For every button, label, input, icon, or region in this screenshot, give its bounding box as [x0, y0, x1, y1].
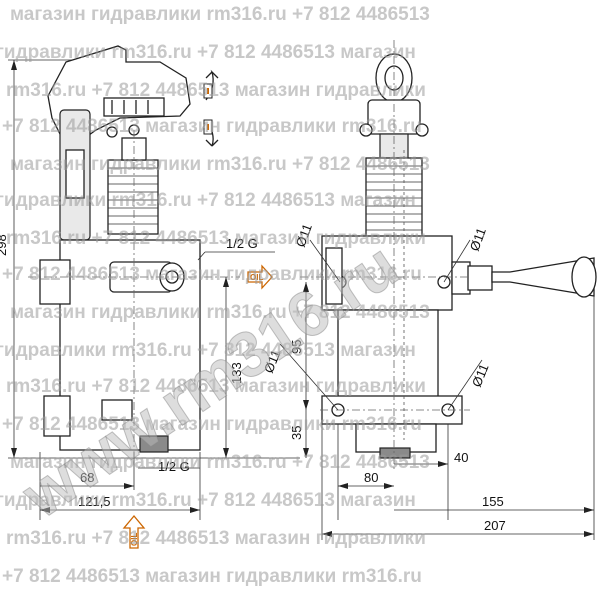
dim-half-spacing: 40 — [454, 450, 468, 465]
watermark-line: rm316.ru +7 812 4486513 магазин гидравли… — [6, 80, 426, 101]
handle-slots — [103, 97, 165, 117]
brand-label — [65, 149, 85, 199]
watermark-line: +7 812 4486513 магазин гидравлики rm316.… — [2, 116, 422, 137]
side-view: 298 — [0, 45, 300, 549]
oil-bottom-label: OIL — [130, 533, 139, 546]
dim-port-thread-top: 1/2 G — [226, 236, 258, 251]
watermark-line: +7 812 4486513 магазин гидравлики rm316.… — [2, 264, 422, 285]
dim-hole-bottom-right: Ø11 — [469, 362, 492, 390]
watermark-line: гидравлики rm316.ru +7 812 4486513 магаз… — [0, 42, 416, 63]
dim-mount-height: 95 — [289, 340, 304, 354]
dim-width-155: 155 — [482, 494, 504, 509]
oil-flow-arrow-icon: OIL — [247, 264, 273, 290]
watermark-line: гидравлики rm316.ru +7 812 4486513 магаз… — [0, 190, 416, 211]
front-view: Ø11 Ø11 Ø11 Ø11 95 35 80 40 155 — [261, 40, 597, 540]
watermark-line: +7 812 4486513 магазин гидравлики rm316.… — [2, 414, 422, 435]
watermark-line: магазин гидравлики rm316.ru +7 812 44865… — [10, 302, 430, 323]
dim-side-width: 121,5 — [78, 494, 111, 509]
upper-flange — [321, 235, 453, 311]
watermark-line: магазин гидравлики rm316.ru +7 812 44865… — [10, 154, 430, 175]
rotate-arrow-icon — [203, 69, 219, 147]
watermark-line: rm316.ru +7 812 4486513 магазин гидравли… — [6, 228, 426, 249]
watermark-line: гидравлики rm316.ru +7 812 4486513 магаз… — [0, 490, 416, 511]
dim-port-height: 133 — [229, 362, 244, 384]
dim-overall-height: 298 — [0, 234, 9, 256]
dim-hole-spacing: 80 — [364, 470, 378, 485]
watermark-line: магазин гидравлики rm316.ru +7 812 44865… — [10, 452, 430, 473]
lower-foot — [43, 395, 71, 437]
dim-foot-height: 35 — [289, 426, 304, 440]
drain-plug — [139, 435, 169, 453]
watermark-line: магазин гидравлики rm316.ru +7 812 44865… — [10, 4, 430, 25]
watermark-line: +7 812 4486513 магазин гидравлики rm316.… — [2, 566, 422, 587]
oil-inlet-label: OIL — [250, 273, 263, 282]
watermark-line: rm316.ru +7 812 4486513 магазин гидравли… — [6, 528, 426, 549]
dim-port-offset: 68 — [80, 470, 94, 485]
dim-port-thread-bottom: 1/2 G — [158, 459, 190, 474]
bellows-boot — [107, 159, 159, 235]
upper-foot — [39, 259, 71, 305]
watermark-line: rm316.ru +7 812 4486513 магазин гидравли… — [6, 376, 426, 397]
dim-width-207: 207 — [484, 518, 506, 533]
dim-hole-top-right: Ø11 — [467, 226, 489, 253]
watermark-line: гидравлики rm316.ru +7 812 4486513 магаз… — [0, 340, 416, 361]
oil-flow-arrow-icon: OIL — [122, 514, 146, 549]
release-valve — [467, 265, 493, 291]
